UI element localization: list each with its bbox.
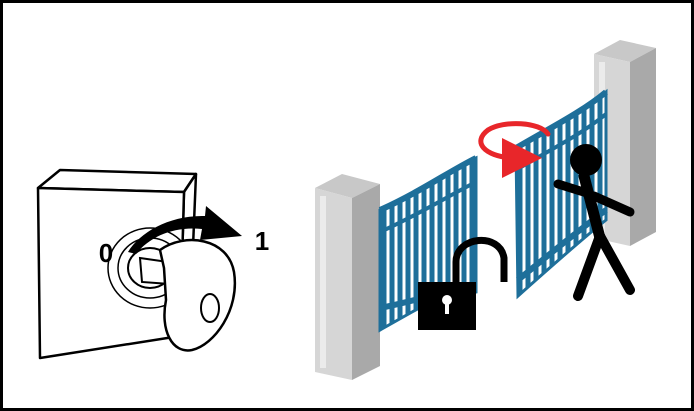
- position-on-label: 1: [255, 226, 269, 256]
- position-off-label: 0: [99, 238, 113, 268]
- open-padlock-icon: [418, 237, 508, 330]
- turn-arrow-icon: [128, 206, 242, 254]
- rotation-arrow-icon: [478, 121, 551, 178]
- pillar-icon: [315, 174, 380, 380]
- walking-person-icon: [553, 144, 635, 301]
- key-icon: [138, 238, 237, 352]
